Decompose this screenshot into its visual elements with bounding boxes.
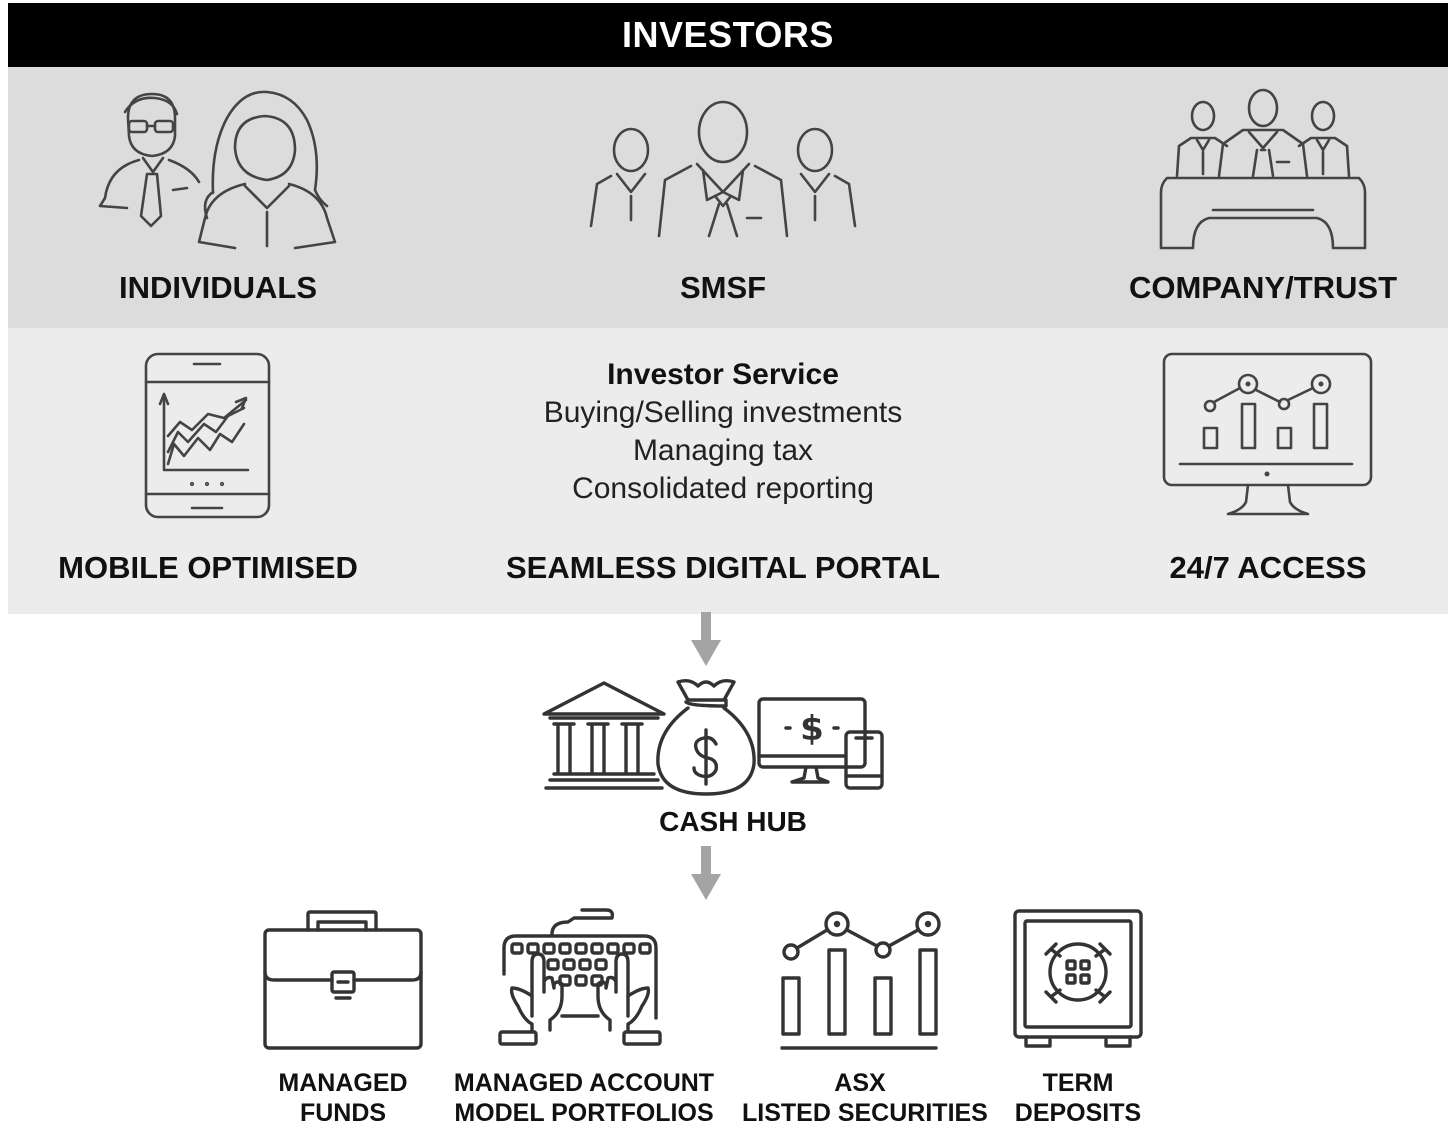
seamless-digital-portal-label: SEAMLESS DIGITAL PORTAL: [505, 550, 940, 585]
tablet-chart-icon: [144, 352, 271, 519]
product-line2: LISTED SECURITIES: [742, 1099, 988, 1127]
company-trust-label: COMPANY/TRUST: [1128, 270, 1398, 305]
service-line: Consolidated reporting: [572, 472, 874, 505]
safe-icon: [1013, 909, 1143, 1048]
service-line: Managing tax: [632, 434, 814, 467]
access-247-label: 24/7 ACCESS: [1169, 550, 1367, 585]
briefcase-icon: [263, 910, 423, 1050]
devices-dollar-icon: $: [757, 697, 884, 790]
mobile-optimised-label: MOBILE OPTIMISED: [58, 550, 358, 585]
product-line1: MANAGED ACCOUNT: [453, 1069, 715, 1097]
managed-funds-label: MANAGED FUNDS: [238, 1068, 448, 1128]
investor-service-title: Investor Service: [607, 358, 839, 391]
keyboard-hands-icon: [498, 908, 662, 1046]
product-line2: DEPOSITS: [1014, 1099, 1142, 1127]
smsf-label: SMSF: [679, 270, 767, 305]
down-arrow-icon: [691, 612, 721, 666]
product-line2: FUNDS: [299, 1099, 387, 1127]
individuals-label: INDIVIDUALS: [118, 270, 318, 305]
company-trust-icon: [1159, 88, 1367, 250]
monitor-chart-icon: [1162, 352, 1373, 516]
service-line: Buying/Selling investments: [543, 396, 903, 429]
product-line1: MANAGED: [278, 1069, 408, 1097]
money-bag-icon: [656, 678, 756, 796]
bank-icon: [542, 681, 666, 790]
product-line1: TERM: [1042, 1069, 1114, 1097]
term-deposits-label: TERM DEPOSITS: [990, 1068, 1166, 1128]
bar-line-chart-icon: [780, 911, 941, 1050]
product-line1: ASX: [834, 1069, 886, 1097]
cash-hub-label: CASH HUB: [659, 806, 807, 837]
smsf-group-icon: [589, 100, 857, 238]
investor-types-band: [8, 67, 1448, 328]
svg-text:$: $: [800, 709, 824, 749]
managed-account-label: MANAGED ACCOUNT MODEL PORTFOLIOS: [442, 1068, 726, 1128]
individuals-icon: [98, 90, 337, 250]
down-arrow-icon: [691, 846, 721, 900]
asx-listed-label: ASX LISTED SECURITIES: [742, 1068, 988, 1128]
investor-service-box: Investor Service Buying/Selling investme…: [470, 356, 976, 508]
page-title: INVESTORS: [8, 3, 1448, 67]
product-line2: MODEL PORTFOLIOS: [454, 1099, 714, 1127]
